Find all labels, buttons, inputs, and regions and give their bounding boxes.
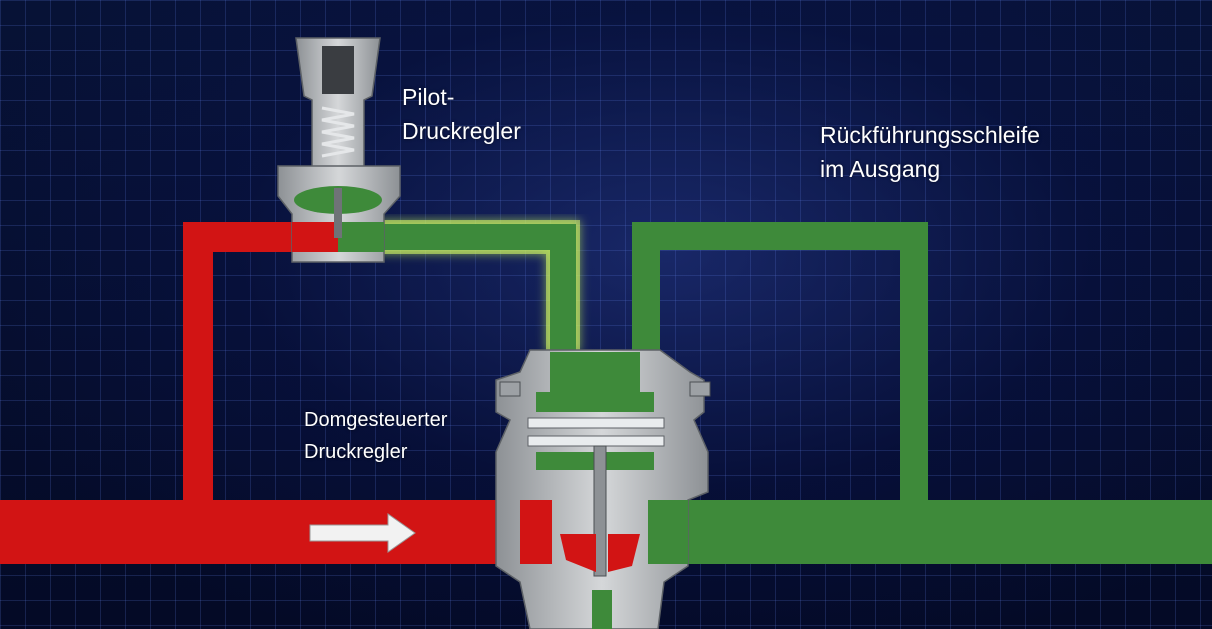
pilot-regulator [277,37,401,263]
dome-regulator-label: Domgesteuerter Druckregler [304,404,447,468]
inlet-pressure-line [0,222,525,564]
pilot-spring [321,106,355,158]
pilot-label-line-2: Druckregler [402,118,521,144]
dome-label-line-2: Druckregler [304,441,408,463]
loop-label-line-1: Rückführungsschleife [820,122,1040,148]
pilot-regulator-label: Pilot- Druckregler [402,80,521,148]
right-arrow-icon [309,513,416,553]
feedback-loop-label: Rückführungsschleife im Ausgang [820,118,1040,186]
dome-regulator [495,349,711,629]
pilot-control-line [378,220,580,352]
dome-label-line-1: Domgesteuerter [304,409,448,431]
loop-label-line-2: im Ausgang [820,156,941,182]
outlet-pressure-line [632,222,1212,564]
pilot-label-line-1: Pilot- [402,84,455,110]
